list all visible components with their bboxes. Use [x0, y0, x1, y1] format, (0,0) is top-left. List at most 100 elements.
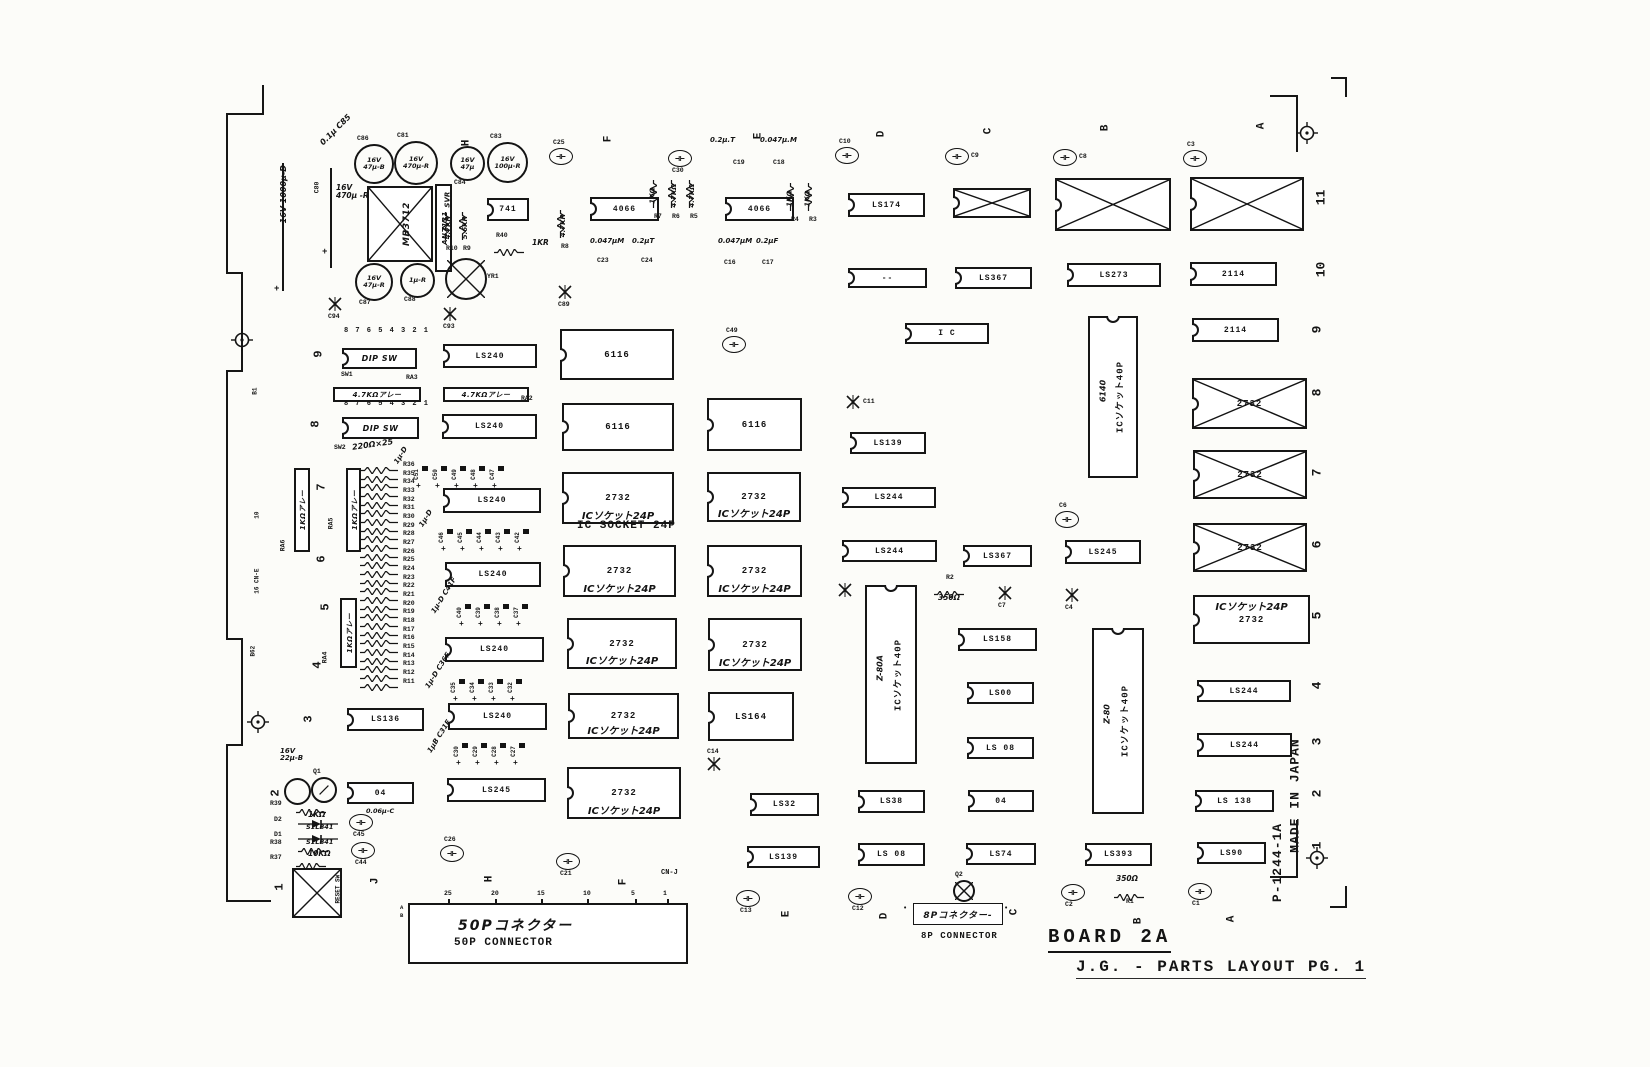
cap-label-c13: C13 [740, 907, 752, 914]
connector-pin-number: 20 [491, 890, 499, 897]
chip-ls240: LS240 [443, 344, 537, 368]
board-edge [226, 744, 243, 746]
cap-label-c88: C88 [404, 296, 416, 303]
board-edge [282, 163, 284, 291]
board-name: BOARD 2A [1048, 926, 1172, 953]
grid-row-5: 5 [1309, 611, 1325, 620]
cap-label-c11: C11 [863, 398, 875, 405]
cap-deleted-c89 [558, 285, 572, 299]
annotation: SVR [443, 191, 452, 208]
resistor-label-r7: R7 [654, 213, 662, 220]
board-edge [1270, 95, 1298, 97]
chip-ls393: LS393 [1085, 843, 1152, 866]
resistor-label-r11: R11 [403, 677, 415, 685]
cap-c13: ⊣⊢ [736, 890, 760, 907]
grid-row-left-8: 8 [308, 420, 323, 428]
chip-crossed [1190, 177, 1304, 231]
resistor-r6 [663, 180, 681, 208]
grid-letter-top-h: H [460, 139, 473, 147]
cap-label-c8: C8 [1079, 153, 1087, 160]
grid-row-10: 10 [1313, 261, 1329, 278]
resistor-r14 [360, 652, 398, 670]
chip-4-7k: 4.7KΩアレー [333, 387, 421, 402]
chip-ls139: LS139 [747, 846, 820, 868]
resistor-r11 [360, 678, 398, 696]
resistor-r19 [360, 608, 398, 626]
resistor-r15 [360, 643, 398, 661]
chip-ls74: LS74 [966, 843, 1036, 865]
part-number: P-1244-1A [1270, 822, 1286, 903]
cap-c46 [284, 778, 311, 805]
cap-label-c30: C30 [672, 167, 684, 174]
annotation: RA6 [279, 539, 287, 552]
cap-c43: +C43 [495, 526, 510, 554]
grid-row-11: 11 [1313, 189, 1329, 206]
resistor-label-r16: R16 [403, 634, 415, 642]
mounting-hole [231, 329, 253, 351]
cap-label-c45: C45 [353, 831, 365, 838]
cap-row-note: 1μ-D [417, 508, 435, 529]
cap-label-c89: C89 [558, 301, 570, 308]
annotation: 220Ω×25 [351, 437, 394, 452]
chip-6116: 6116 [707, 398, 802, 451]
resistor-value: 1KΩ [648, 187, 657, 204]
connector-pin-number: 1 [663, 890, 667, 897]
chip-04: 04 [968, 790, 1034, 812]
annotation: 10 [253, 511, 261, 519]
cap-row: +C51+C50+C49+C48+C47 [413, 463, 504, 491]
chip-4066: 4066 [590, 197, 659, 221]
resistor-r22 [360, 582, 398, 600]
cap-label-c4: C4 [1065, 604, 1073, 611]
grid-letter-bottom-a: A [1225, 915, 1238, 923]
connector-8p-label-en: 8P CONNECTOR [921, 931, 998, 941]
resistor-label-r38: R38 [270, 839, 282, 846]
resistor-value: 4.7KΩ [670, 183, 679, 208]
cap-c9: ⊣⊢ [945, 148, 969, 165]
chip-ls136: LS136 [347, 708, 424, 731]
cap-c26: ⊣⊢ [440, 845, 464, 862]
transistor-label-q2: Q2 [955, 871, 963, 878]
annotation: 0.047μM [590, 237, 625, 245]
resistor-label-r13: R13 [403, 660, 415, 668]
resistor-label-r4: R4 [791, 216, 799, 223]
cap-deleted [838, 583, 852, 597]
annotation: B62 [249, 645, 257, 657]
cap-c35: +C35 [450, 676, 465, 704]
resistor-value: 4.7KR [558, 214, 567, 238]
resistor-r18 [360, 617, 398, 635]
cap-c42: +C42 [514, 526, 529, 554]
resistor-label-r10: R10 [446, 245, 458, 252]
resistor-r13 [360, 660, 398, 678]
resistor-r29 [360, 522, 398, 540]
annotation: 8 7 6 5 4 3 2 1 [344, 327, 430, 335]
chip-ls240: LS240 [442, 414, 537, 439]
chip-04: 04 [347, 782, 414, 804]
diode-value: S1LB41 [306, 823, 334, 831]
annotation: B1 [251, 387, 259, 395]
cap-c86: 16V 47μ-B [354, 144, 394, 184]
resistor-label-r5: R5 [690, 213, 698, 220]
grid-row-9: 9 [1309, 325, 1325, 334]
resistor-label-r35: R35 [403, 469, 415, 477]
resistor-label-r29: R29 [403, 521, 415, 529]
cap-row: +C30+C29+C28+C27 [453, 740, 525, 768]
resistor-r3 [800, 183, 818, 211]
diode-d2 [298, 816, 338, 834]
board-edge [226, 272, 243, 274]
board-edge [1296, 820, 1298, 878]
chip-ls240: LS240 [445, 562, 541, 587]
connector-pin-tick [495, 899, 497, 904]
grid-letter-top-d: D [875, 130, 888, 138]
resistor-r7 [645, 180, 663, 208]
cap-deleted-c94 [328, 297, 342, 311]
resistor-label-r24: R24 [403, 564, 415, 572]
chip-crossed [292, 868, 342, 918]
connector-50p: 50Pコネクター 50P CONNECTOR [408, 903, 688, 964]
cap-label-c83: C83 [490, 133, 502, 140]
resistor-r8 [552, 210, 570, 238]
cap-label-c2: C2 [1065, 901, 1073, 908]
chip-6116: 6116 [560, 329, 674, 380]
chip-dip-sw: DIP SW [342, 348, 417, 369]
